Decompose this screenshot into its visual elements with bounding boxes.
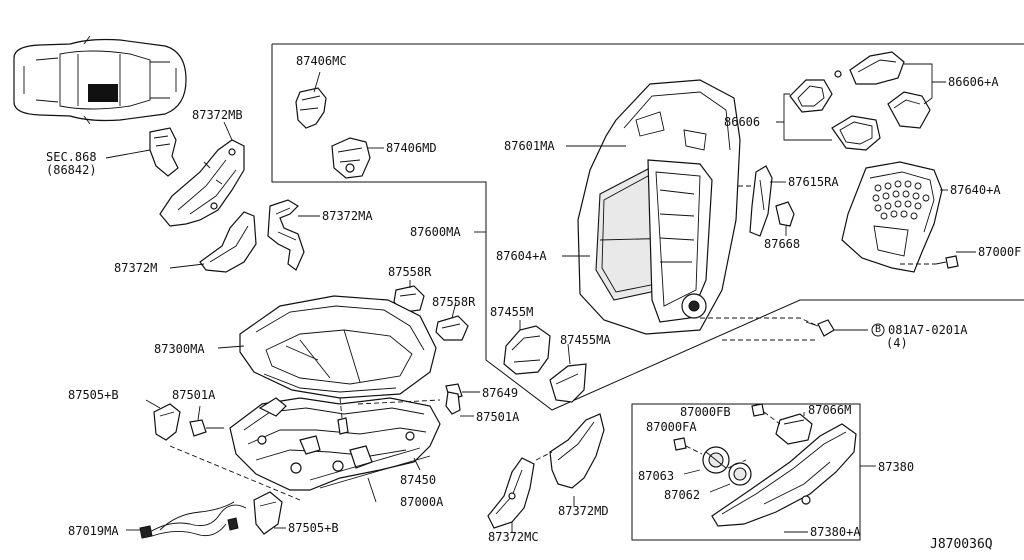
trim-87455M-part [503,325,551,375]
label-87372MD: 87372MD [558,504,609,518]
car-locator-illustration [13,35,187,125]
label-87019MA: 87019MA [68,524,119,538]
cover-87505B-upper-part [153,403,181,441]
label-87406MC: 87406MC [296,54,347,68]
cover-87372MC-part [487,457,535,529]
trim-87455MA-part [549,363,587,403]
cover-87372MA-part [267,199,305,271]
side-shield-87380-part [711,423,857,527]
label-87558R-2: 87558R [432,295,476,309]
bolt-87501A-upper [337,417,349,435]
switch-87066M-part [775,413,813,445]
label-87558R-1: 87558R [388,265,432,279]
bolt-87501A-right [445,391,461,415]
trim-86606A-lower-part [887,91,931,129]
screw-87000FB-part [751,403,765,417]
seat-frame-assembly-part [229,397,441,491]
seatback-assembly-part [577,79,741,335]
label-87501A-right: 87501A [476,410,520,424]
label-87000FB: 87000FB [680,405,731,419]
diagram-id: J870036Q [930,537,993,552]
bracket-87406MD-part [331,137,371,179]
knob-87063-part [702,446,730,474]
label-87406MD: 87406MD [386,141,437,155]
cover-87372MD-part [549,413,605,489]
label-sec868: SEC.868 [46,150,97,164]
trim-86606A-upper-part [834,51,905,85]
label-87380: 87380 [878,460,915,474]
label-87372MB: 87372MB [192,108,243,122]
label-87668: 87668 [764,237,801,251]
label-87604A: 87604+A [496,249,547,263]
label-87063: 87063 [638,469,675,483]
label-87066M: 87066M [808,403,852,417]
side-cover-87372MB-part [159,139,245,227]
clip-87558R-a-part [393,285,425,313]
cover-87505B-lower-part [253,491,283,535]
label-87300MA: 87300MA [154,342,205,356]
seat-location-marker [88,84,118,102]
label-87615RA: 87615RA [788,175,839,189]
label-081A7-qty: (4) [886,336,908,350]
back-panel-87640A-part [841,161,943,273]
side-shield-group-frame [631,403,861,541]
label-87600MA: 87600MA [410,225,461,239]
label-sec868-sub: (86842) [46,163,97,177]
label-87501A-left: 87501A [172,388,216,402]
seatback-group-frame [271,43,1024,411]
harness-87019MA-part [139,501,247,539]
label-87450: 87450 [400,473,437,487]
label-86606A: 86606+A [948,75,999,89]
bolt-87501A-left-part [189,419,224,437]
label-87372MC: 87372MC [488,530,539,544]
label-87372MA: 87372MA [322,209,373,223]
label-87000FA: 87000FA [646,420,697,434]
label-87000F: 87000F [978,245,1022,259]
screw-87000F-part [935,255,959,269]
trim-86606-left-part [789,79,833,113]
screw-87000FA-part [673,437,687,451]
label-86606: 86606 [724,115,761,129]
bracket-87406MC-part [295,87,327,129]
label-87601MA: 87601MA [504,139,555,153]
knob-87668-part [775,201,795,227]
label-081A7: 081A7-0201A [888,323,968,337]
label-87000A: 87000A [400,495,444,509]
label-87455MA: 87455MA [560,333,611,347]
seat-belt-buckle-part [149,127,179,177]
seat-cushion-87300MA-part [239,295,437,399]
label-87062: 87062 [664,488,701,502]
bolt-symbol-letter: B [874,324,882,335]
cover-87372M-part [199,211,257,273]
label-87505B-lower: 87505+B [288,521,339,535]
label-87649: 87649 [482,386,519,400]
lever-87615RA-part [749,165,773,237]
label-87380A: 87380+A [810,525,861,539]
label-87640A: 87640+A [950,183,1001,197]
label-87455M: 87455M [490,305,534,319]
label-87372M: 87372M [114,261,158,275]
bolt-081A7-part [805,319,835,337]
trim-86606-right-part [831,115,881,151]
clip-87558R-b-part [435,315,469,341]
bolt-symbol-circle [871,323,885,337]
label-87505B-upper: 87505+B [68,388,119,402]
